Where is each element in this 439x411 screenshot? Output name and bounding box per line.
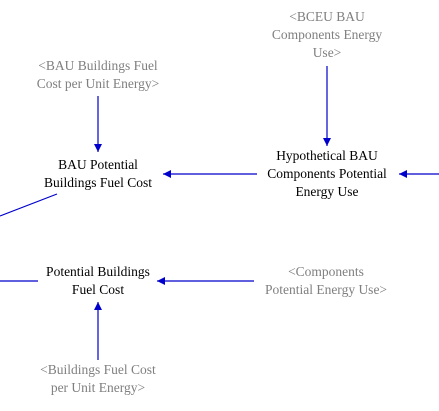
node-label-line: <Buildings Fuel Cost <box>40 362 156 377</box>
node-buildings-fuel-cost-per-unit-energy: <Buildings Fuel Cost per Unit Energy> <box>40 361 156 397</box>
node-label-line: Buildings Fuel Cost <box>43 175 153 190</box>
node-label-line: Components Energy <box>271 27 383 42</box>
node-label-line: <BAU Buildings Fuel <box>38 58 158 73</box>
node-label-line: Components Potential <box>267 166 387 181</box>
node-label-line: Hypothetical BAU <box>276 148 378 163</box>
node-label-line: Fuel Cost <box>71 282 125 297</box>
node-bau-potential-buildings-fuel-cost: BAU Potential Buildings Fuel Cost <box>44 156 152 192</box>
node-components-potential-energy-use: <Components Potential Energy Use> <box>265 263 387 299</box>
node-potential-buildings-fuel-cost: Potential Buildings Fuel Cost <box>46 263 150 299</box>
node-bceu-bau-components-energy-use: <BCEU BAU Components Energy Use> <box>272 8 382 62</box>
link-bau-potential-to-offscreen <box>0 193 58 217</box>
node-label-line: Potential Buildings <box>46 264 150 279</box>
node-label-line: Cost per Unit Energy> <box>36 76 160 91</box>
node-label-line: BAU Potential <box>58 157 138 172</box>
node-label-line: Energy Use <box>295 184 359 199</box>
node-label-line: Use> <box>312 45 342 60</box>
node-label-line: <Components <box>288 264 364 279</box>
node-label-line: <BCEU BAU <box>289 9 365 24</box>
node-label-line: per Unit Energy> <box>50 380 146 395</box>
node-label-line: Potential Energy Use> <box>264 282 388 297</box>
node-bau-buildings-fuel-cost-per-unit-energy: <BAU Buildings Fuel Cost per Unit Energy… <box>37 57 159 93</box>
node-hypothetical-bau-components-potential-energy-use: Hypothetical BAU Components Potential En… <box>267 147 387 201</box>
